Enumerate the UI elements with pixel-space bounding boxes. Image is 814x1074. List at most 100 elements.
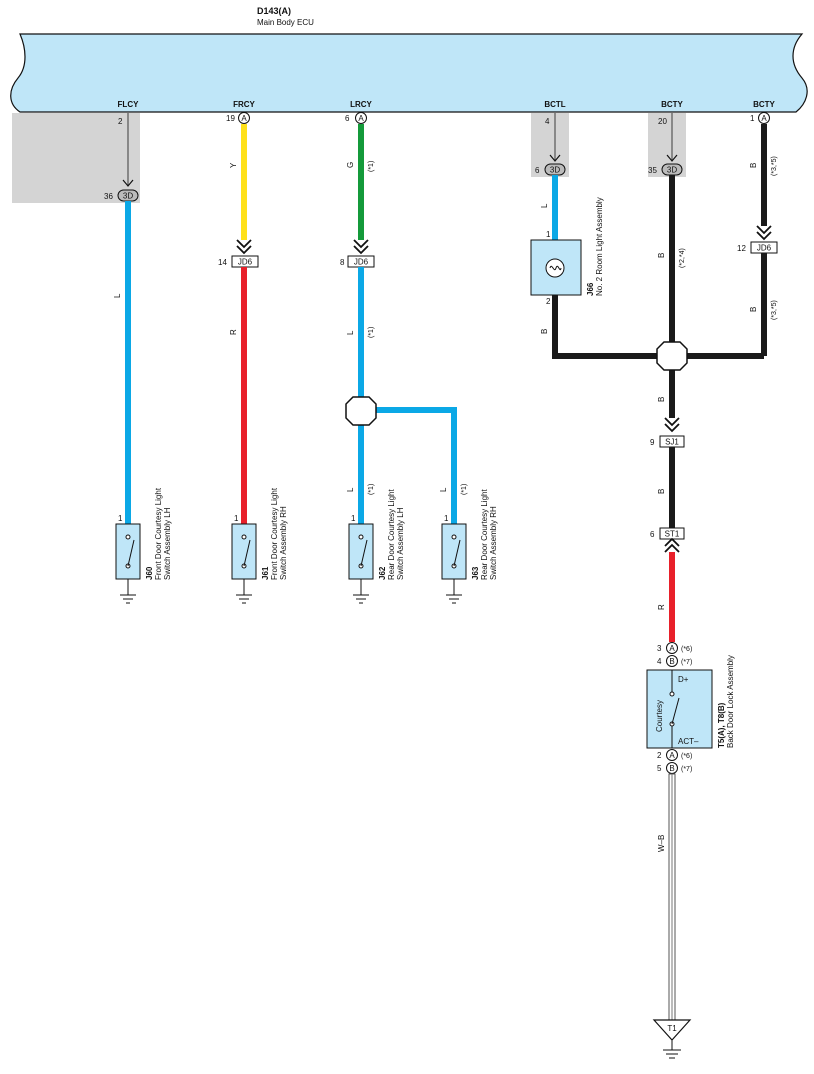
j60-id: J60 (145, 566, 154, 580)
terminal-bctl: BCTL (544, 100, 565, 109)
arrow-bctl (549, 154, 561, 162)
pin-t5-a-bot: 2 (657, 751, 662, 760)
arrow-st1 (664, 537, 680, 553)
ground-t1-label: T1 (667, 1024, 677, 1033)
j63-name1: Rear Door Courtesy Light (480, 489, 489, 580)
conn-a-lrcy-label: A (358, 114, 364, 123)
terminal-frcy: FRCY (233, 100, 255, 109)
pin-bcty1-bot: 35 (648, 166, 657, 175)
pin-t5-b-bot: 5 (657, 764, 662, 773)
pin-j60: 1 (118, 514, 123, 523)
conn-b-t5-top (666, 655, 678, 667)
conn-b-t5-bot-label: B (669, 764, 674, 773)
pin-bcty1-top: 20 (658, 117, 667, 126)
pin-frcy-top: 19 (226, 114, 235, 123)
arrow-bcty1 (666, 154, 678, 162)
pin-j61: 1 (234, 514, 239, 523)
note-bcty1: (*2,*4) (679, 248, 686, 268)
conn-a-bcty2-label: A (761, 114, 767, 123)
shade-flcy (12, 113, 140, 203)
conn-jd6-bcty2-label: JD6 (757, 244, 772, 253)
ecu-id: D143(A) (257, 6, 291, 16)
switch-j63 (441, 523, 467, 604)
ecu-body (10, 33, 808, 113)
wire-j66-ground-B (552, 295, 764, 359)
j63-name2: Switch Assembly RH (489, 506, 498, 580)
note-lrcy-l: (*1) (368, 327, 375, 338)
back-door-lock-t5 (646, 669, 713, 749)
switch-j60 (115, 523, 141, 604)
arrow-lrcy (353, 239, 369, 255)
terminal-lrcy: LRCY (350, 100, 372, 109)
pin-sj1: 9 (650, 438, 655, 447)
pin-t5-a-top: 3 (657, 644, 662, 653)
wire-label-j63: L (439, 487, 448, 492)
note-t5-b-top: (*7) (681, 659, 692, 666)
j63-id: J63 (471, 566, 480, 580)
switch-j62 (348, 523, 374, 604)
wire-label-lrcy-g: G (346, 162, 355, 168)
conn-a-t5-top-label: A (669, 644, 675, 653)
pin-st1: 6 (650, 530, 655, 539)
conn-a-frcy-label: A (241, 114, 247, 123)
arrow-bcty2 (756, 225, 772, 241)
t5-act: ACT– (678, 737, 699, 746)
pin-j66-top: 1 (546, 230, 551, 239)
arrow-frcy (236, 239, 252, 255)
note-t5-a-top: (*6) (681, 646, 692, 653)
conn-a-t5-bot-label: A (669, 751, 675, 760)
j62-name2: Switch Assembly LH (396, 507, 405, 580)
room-light-j66 (530, 239, 582, 296)
terminal-flcy: FLCY (118, 100, 140, 109)
note-bcty2-top: (*3,*5) (771, 156, 778, 176)
pin-bctl-top: 4 (545, 117, 550, 126)
splice-main (656, 341, 688, 371)
conn-3d-bcty1-label: 3D (667, 166, 677, 175)
conn-sj1-label: SJ1 (665, 438, 679, 447)
t5-name1: Back Door Lock Assembly (726, 655, 735, 748)
wire-lrcy-branch (361, 407, 457, 524)
note-j63: (*1) (461, 484, 468, 495)
pin-frcy-mid: 14 (218, 258, 227, 267)
note-bcty2-bot: (*3,*5) (771, 300, 778, 320)
wire-label-sj1-b: B (657, 489, 666, 494)
j61-name2: Switch Assembly RH (279, 506, 288, 580)
pin-bctl-bot: 6 (535, 166, 540, 175)
pin-lrcy-top: 6 (345, 114, 350, 123)
note-j62: (*1) (368, 484, 375, 495)
wire-label-j66-b: B (540, 329, 549, 334)
conn-jd6-lrcy-label: JD6 (354, 258, 369, 267)
conn-a-t5-bot (666, 749, 678, 761)
t5-dplus: D+ (678, 675, 689, 684)
conn-a-bcty2 (758, 112, 770, 124)
note-t5-a-bot: (*6) (681, 753, 692, 760)
wire-label-frcy-r: R (229, 329, 238, 335)
wire-label-main-b: B (657, 397, 666, 402)
j60-name1: Front Door Courtesy Light (154, 487, 163, 580)
j61-name1: Front Door Courtesy Light (270, 487, 279, 580)
conn-a-t5-top (666, 642, 678, 654)
note-t5-b-bot: (*7) (681, 766, 692, 773)
pin-bcty2-top: 1 (750, 114, 755, 123)
pin-t5-b-top: 4 (657, 657, 662, 666)
j62-name1: Rear Door Courtesy Light (387, 489, 396, 580)
pin-j63: 1 (444, 514, 449, 523)
pin-flcy-top: 2 (118, 117, 123, 126)
conn-b-t5-top-label: B (669, 657, 674, 666)
j62-id: J62 (378, 566, 387, 580)
conn-a-lrcy (355, 112, 367, 124)
arrow-flcy (122, 179, 134, 187)
pin-j66-bot: 2 (546, 297, 551, 306)
terminal-bcty-2: BCTY (753, 100, 775, 109)
pin-lrcy-mid: 8 (340, 258, 345, 267)
switch-j61 (231, 523, 257, 604)
wire-label-bcty2-b: B (749, 163, 758, 168)
conn-3d-flcy-label: 3D (123, 192, 133, 201)
wire-label-frcy-y: Y (229, 162, 238, 168)
wire-label-j62: L (346, 487, 355, 492)
pin-bcty2-mid: 12 (737, 244, 746, 253)
arrow-sj1 (664, 417, 680, 433)
wire-label-wb: W–B (657, 835, 666, 852)
pin-flcy-bot: 36 (104, 192, 113, 201)
wire-label-flcy: L (113, 293, 122, 298)
